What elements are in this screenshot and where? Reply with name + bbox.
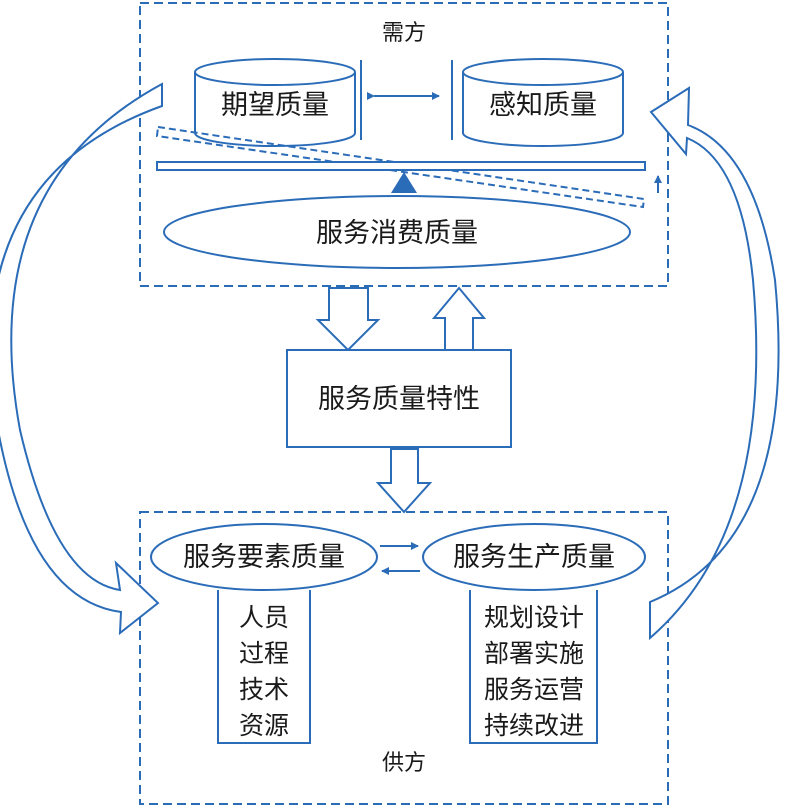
right-curved-arrow bbox=[649, 86, 780, 641]
down-arrow-to-supply bbox=[375, 448, 433, 514]
supply-side-title: 供方 bbox=[382, 751, 426, 776]
up-arrow-from-characteristics bbox=[431, 286, 487, 351]
consumption-quality-label: 服务消费质量 bbox=[316, 218, 478, 249]
tilted-beam bbox=[155, 125, 646, 209]
stages-list-box bbox=[469, 590, 598, 744]
production-quality-ellipse bbox=[422, 523, 646, 591]
quality-characteristics-box bbox=[286, 349, 512, 448]
quality-characteristics-label: 服务质量特性 bbox=[318, 384, 480, 415]
element-quality-label: 服务要素质量 bbox=[183, 542, 345, 573]
fulcrum-triangle bbox=[391, 172, 417, 193]
consumption-quality-ellipse bbox=[163, 195, 631, 269]
element-item: 资源 bbox=[239, 711, 289, 740]
elements-list-box bbox=[217, 590, 311, 744]
stage-item: 部署实施 bbox=[484, 639, 584, 668]
stage-item: 规划设计 bbox=[484, 603, 584, 632]
element-item: 过程 bbox=[239, 639, 289, 668]
supply-side-frame bbox=[139, 511, 669, 805]
element-item: 人员 bbox=[239, 603, 289, 632]
production-quality-label: 服务生产质量 bbox=[453, 542, 615, 573]
left-curved-arrow bbox=[0, 82, 163, 636]
element-quality-ellipse bbox=[150, 523, 378, 591]
stage-item: 服务运营 bbox=[484, 675, 584, 704]
down-arrow-to-characteristics bbox=[315, 287, 381, 352]
perceived-quality-cylinder bbox=[462, 58, 624, 147]
expected-quality-cylinder bbox=[194, 58, 356, 147]
perceived-quality-label: 感知质量 bbox=[489, 90, 597, 121]
level-beam bbox=[156, 161, 646, 171]
element-item: 技术 bbox=[239, 675, 289, 704]
stage-item: 持续改进 bbox=[484, 711, 584, 740]
demand-side-title: 需方 bbox=[382, 21, 426, 46]
expected-quality-label: 期望质量 bbox=[221, 90, 329, 121]
